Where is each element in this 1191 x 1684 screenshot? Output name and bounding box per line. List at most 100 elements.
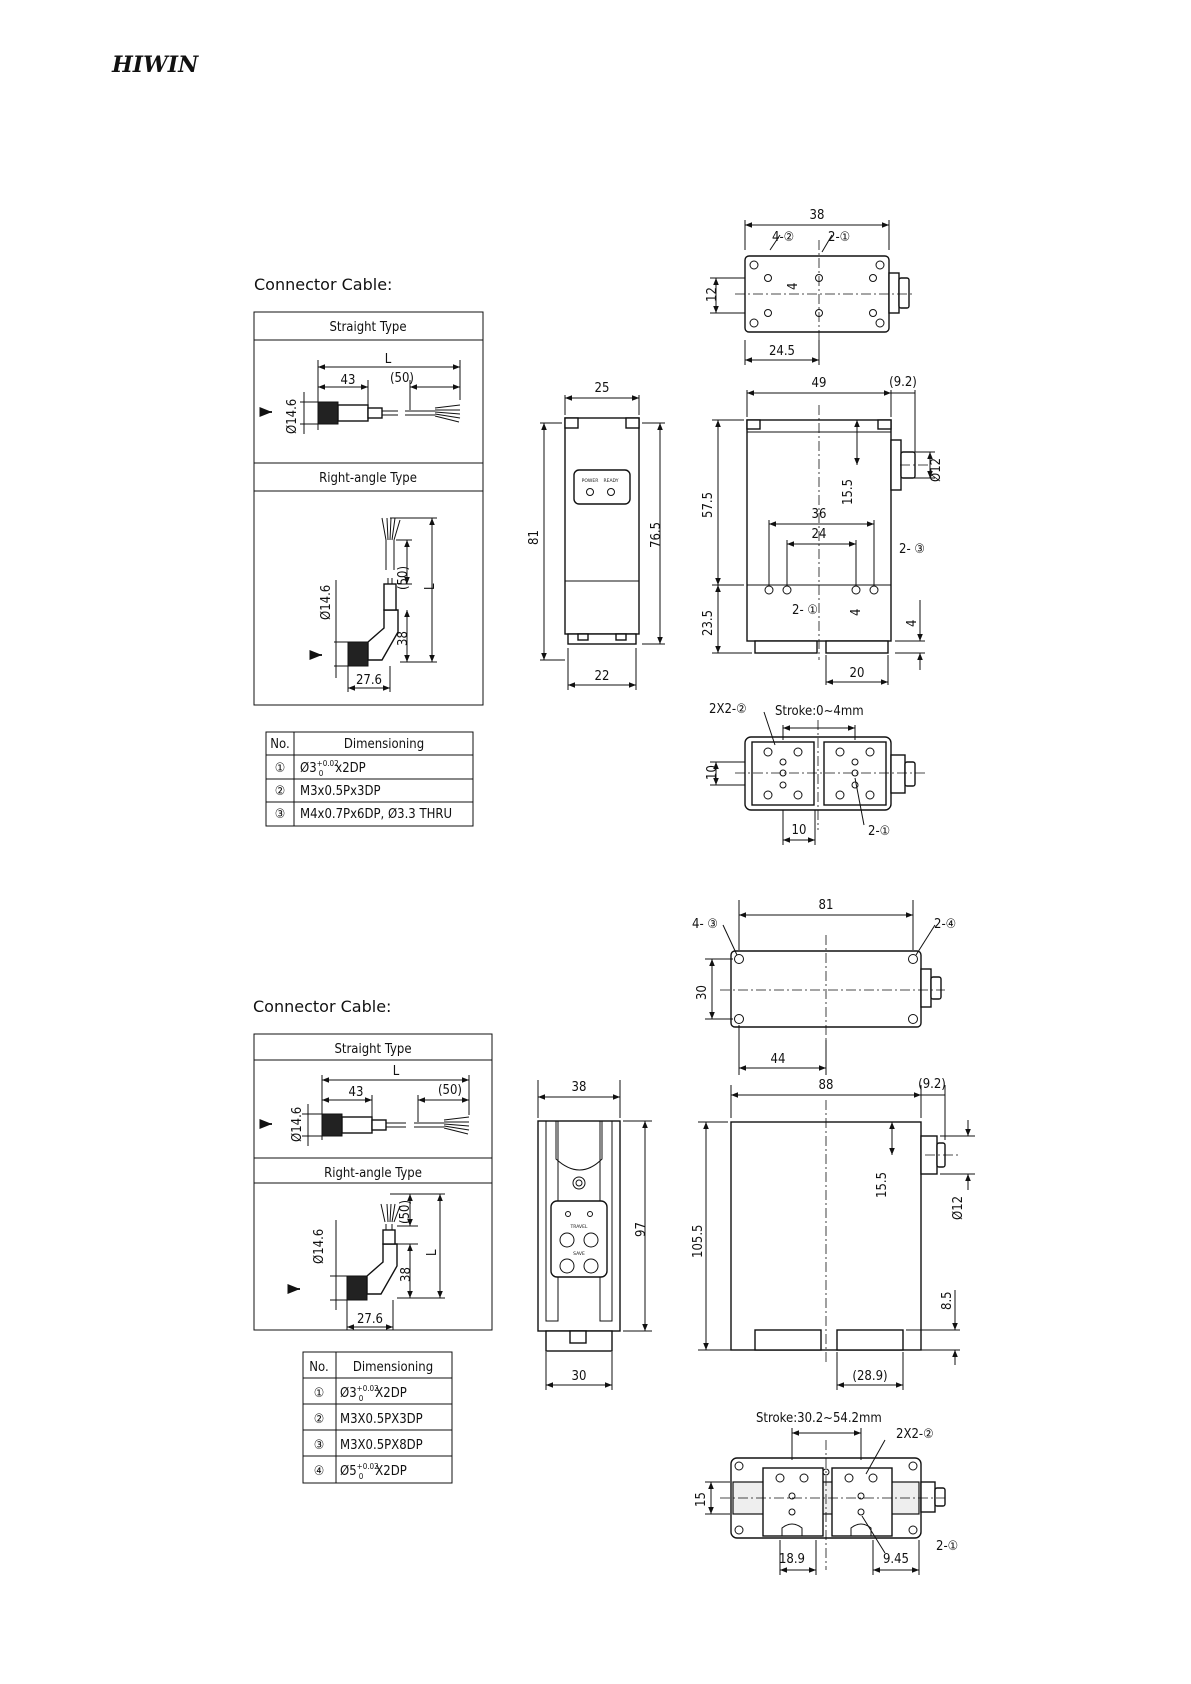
dim-88-side-b: 88	[819, 1078, 834, 1093]
table-row-no: ②	[275, 784, 286, 799]
dim-12-top-a: 12	[705, 287, 720, 302]
dim-rL-b: L	[425, 1249, 440, 1256]
dim-43-a: 43	[341, 373, 356, 388]
table-row-no: ③	[275, 807, 286, 822]
table-row-no: ②	[314, 1412, 325, 1427]
table-row-no: ③	[314, 1438, 325, 1453]
dim-dia-b: Ø14.6	[290, 1107, 305, 1142]
dim-d12-side-a: Ø12	[929, 458, 944, 482]
dim-97-front-b: 97	[634, 1222, 649, 1237]
table-row-dim: M3X0.5PX8DP	[340, 1438, 423, 1453]
travel-left-button-icon	[559, 1232, 575, 1248]
power-led-icon	[586, 488, 594, 496]
right-angle-cable-drawing-b: (50) L 38 27.6 Ø14.6	[287, 1193, 445, 1330]
straight-type-label-a: Straight Type	[329, 320, 406, 335]
save-label: SAVE	[573, 1251, 585, 1257]
dim-15-5-side-b: 15.5	[875, 1172, 890, 1198]
dim-10h-bottom-a: 10	[792, 823, 807, 838]
ready-led-icon	[607, 488, 615, 496]
dim-r50-b: (50)	[398, 1200, 413, 1224]
dim-43-b: 43	[349, 1085, 364, 1100]
dim-L-a: L	[385, 352, 392, 367]
side-view-b: 88 (9.2) 105.5 15.5 Ø12 8.5 (28.9)	[691, 1077, 975, 1390]
dim-4a-side-a: 4	[849, 609, 864, 616]
connector-heading-b: Connector Cable:	[253, 997, 391, 1016]
callout-4-3-top-b: 4- ③	[692, 917, 718, 932]
dim-30-front-b: 30	[572, 1369, 587, 1384]
dim-30-top-b: 30	[695, 985, 710, 1000]
table-row-no: ④	[314, 1464, 325, 1479]
dim-9-45-bottom-b: 9.45	[883, 1552, 909, 1567]
table-row-dim: M3X0.5PX3DP	[340, 1412, 423, 1427]
right-angle-type-label-a: Right-angle Type	[319, 471, 417, 486]
dim-25-front-a: 25	[595, 381, 610, 396]
dim-15-bottom-b: 15	[694, 1492, 709, 1507]
table-row-dim: M3x0.5Px3DP	[300, 784, 381, 799]
dim-81-front-a: 81	[527, 530, 542, 545]
table-col-no-a: No.	[270, 737, 289, 752]
dim-24-side-a: 24	[812, 527, 827, 542]
dim-105-5-side-b: 105.5	[691, 1225, 706, 1258]
cable-box-b: Straight Type Right-angle Type L 43 (50)…	[253, 1033, 493, 1331]
straight-type-label-b: Straight Type	[334, 1042, 411, 1057]
stroke-label-bottom-b: Stroke:30.2~54.2mm	[756, 1411, 882, 1426]
dim-22-front-a: 22	[595, 669, 610, 684]
dim-24-5-top-a: 24.5	[769, 344, 795, 359]
top-view-a: 38 4-② 2-① 12 4 24.5	[705, 208, 915, 365]
straight-cable-drawing-b: L 43 (50) Ø14.6	[259, 1064, 470, 1146]
top-view-b: 81 4- ③ 2-④ 30 44	[692, 898, 956, 1075]
dim-r50-a: (50)	[396, 566, 411, 590]
callout-2-1-side-a: 2- ①	[792, 603, 818, 618]
dim-d12-side-b: Ø12	[951, 1196, 966, 1220]
table-row-dim: M4x0.7Px6DP, Ø3.3 THRU	[300, 807, 452, 822]
dim-15-5-side-a: 15.5	[841, 479, 856, 505]
dim-9-2-side-b: (9.2)	[918, 1077, 946, 1092]
dim-9-2-side-a: (9.2)	[889, 375, 917, 390]
callout-2-4-top-b: 2-④	[934, 917, 956, 932]
dim-4-top-a: 4	[786, 283, 801, 290]
right-angle-cable-drawing-a: (50) L 38 27.6 Ø14.6	[309, 517, 438, 692]
dim-rdia-b: Ø14.6	[312, 1229, 327, 1264]
brand-logo: HIWIN	[111, 52, 199, 78]
callout-2-3-side-a: 2- ③	[899, 542, 925, 557]
dim-rL-a: L	[423, 583, 438, 590]
table-col-dim-a: Dimensioning	[344, 737, 424, 752]
dim-38-top-a: 38	[810, 208, 825, 223]
callout-2-1-bottom-b: 2-①	[936, 1539, 958, 1554]
dim-50-b: (50)	[438, 1083, 462, 1098]
right-angle-type-label-b: Right-angle Type	[324, 1166, 422, 1181]
table-col-dim-b: Dimensioning	[353, 1360, 433, 1375]
dim-76-5-front-a: 76.5	[649, 522, 664, 548]
callout-2-1-a: 2-①	[828, 230, 850, 245]
table-col-no-b: No.	[309, 1360, 328, 1375]
dim-44-top-b: 44	[771, 1052, 786, 1067]
dim-r27-b: 27.6	[357, 1312, 383, 1327]
dim-20-side-a: 20	[850, 666, 865, 681]
travel-label: TRAVEL	[570, 1224, 588, 1230]
dim-4b-side-a: 4	[905, 620, 920, 627]
led-power-label: POWER	[582, 478, 599, 484]
front-view-a: POWER READY 25 81 76.5 22	[527, 381, 665, 690]
cable-box-a: Straight Type Right-angle Type L 43 (50)	[253, 311, 484, 706]
front-view-b: TRAVEL SAVE 38 97 30	[537, 1080, 652, 1390]
dim-r38-b: 38	[399, 1267, 414, 1282]
dim-r27-a: 27.6	[356, 673, 382, 688]
led-1-icon	[565, 1211, 571, 1217]
stroke-label-bottom-a: Stroke:0~4mm	[775, 704, 864, 719]
dim-r38-a: 38	[396, 631, 411, 646]
dim-18-9-bottom-b: 18.9	[779, 1552, 805, 1567]
dim-50-a: (50)	[390, 371, 414, 386]
dim-rdia-a: Ø14.6	[319, 585, 334, 620]
table-row-no: ①	[275, 761, 286, 776]
straight-cable-drawing-a: L 43 (50) Ø14.6	[259, 352, 461, 434]
callout-2x2-2-bottom-a: 2X2-②	[709, 702, 747, 717]
dim-49-side-a: 49	[812, 376, 827, 391]
callout-2-1-bottom-a: 2-①	[868, 824, 890, 839]
callout-4-2-a: 4-②	[772, 230, 794, 245]
save-grip-button-icon	[559, 1258, 575, 1274]
